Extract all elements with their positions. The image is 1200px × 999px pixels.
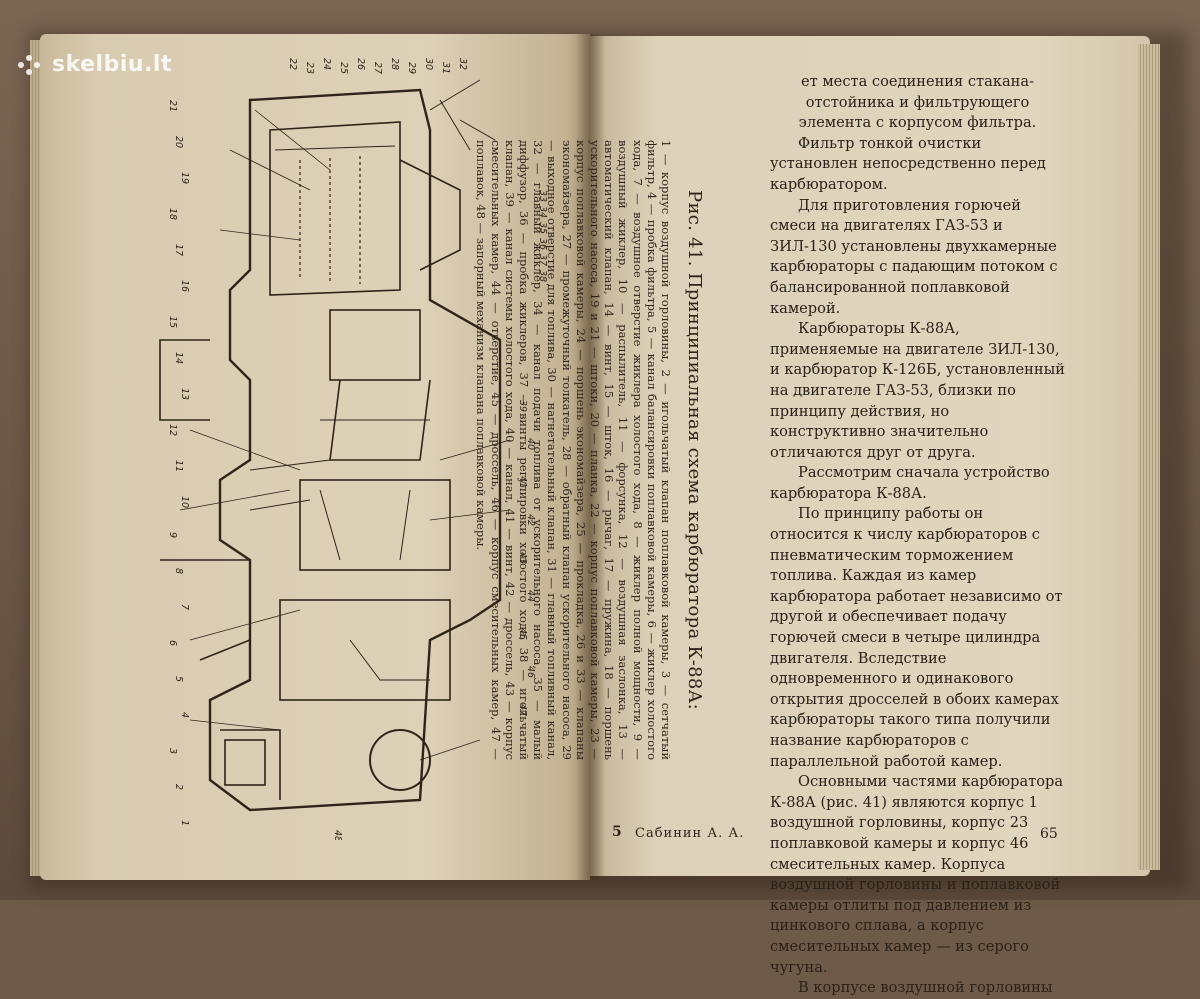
watermark-text: skelbiu.lt — [52, 52, 172, 77]
diagram-callout-6: 6 — [167, 640, 178, 646]
diagram-callout-28: 28 — [389, 58, 400, 70]
diagram-callout-40: 40 — [525, 438, 536, 450]
paragraph: Основными частями карбюратора К-88А (рис… — [770, 773, 1064, 976]
diagram-callout-37: 37 — [537, 254, 548, 266]
diagram-callout-22: 22 — [287, 58, 298, 70]
diagram-callout-18: 18 — [167, 208, 178, 220]
diagram-callout-41: 41 — [517, 476, 528, 488]
diagram-callout-48: 48 — [332, 830, 343, 840]
right-page-text: ет места соединения стакана-отстойника и… — [770, 72, 1065, 999]
diagram-callout-21: 21 — [167, 100, 178, 112]
diagram-callout-45: 45 — [517, 628, 528, 640]
diagram-callout-1: 1 — [179, 820, 190, 826]
diagram-callout-9: 9 — [167, 532, 178, 538]
diagram-callout-31: 31 — [440, 62, 451, 74]
paragraph: Для приготовления горючей смеси на двига… — [770, 196, 1058, 317]
diagram-callout-35: 35 — [537, 222, 548, 234]
right-page — [590, 36, 1150, 876]
diagram-callout-4: 4 — [179, 712, 190, 718]
paragraph: Рассмотрим сначала устройство карбюратор… — [770, 464, 1050, 502]
diagram-callout-34: 34 — [537, 206, 548, 218]
diagram-callout-10: 10 — [179, 496, 190, 508]
diagram-callout-33: 33 — [537, 190, 548, 202]
diagram-callout-36: 36 — [537, 238, 548, 250]
paragraph: В корпусе воздушной горловины — [798, 979, 1053, 997]
diagram-callout-12: 12 — [167, 424, 178, 436]
right-page-edges — [1138, 44, 1160, 870]
paragraph: Фильтр тонкой очистки установлен непосре… — [770, 134, 1046, 193]
diagram-callout-29: 29 — [406, 62, 417, 74]
watermark-logo: skelbiu.lt — [18, 52, 172, 77]
diagram-callout-13: 13 — [179, 388, 190, 400]
diagram-callout-3: 3 — [167, 748, 178, 754]
diagram-callout-39: 39 — [517, 400, 528, 412]
diagram-callout-47: 47 — [517, 704, 528, 716]
paragraph: По принципу работы он относится к числу … — [770, 505, 1063, 770]
folio-author: Сабинин А. А. — [635, 826, 745, 841]
diagram-callout-2: 2 — [173, 784, 184, 790]
diagram-callout-30: 30 — [423, 58, 434, 70]
left-page — [40, 34, 590, 880]
diagram-callout-16: 16 — [179, 280, 190, 292]
dots-icon — [18, 54, 46, 75]
diagram-callout-19: 19 — [179, 172, 190, 184]
paragraph: ет места соединения стакана-отстойника и… — [798, 73, 1037, 132]
diagram-callout-15: 15 — [167, 316, 178, 328]
diagram-callout-25: 25 — [338, 62, 349, 74]
diagram-callout-44: 44 — [525, 590, 536, 602]
book-spine — [575, 34, 605, 880]
diagram-callout-38: 38 — [537, 270, 548, 282]
diagram-callout-32: 32 — [457, 58, 468, 70]
diagram-callout-27: 27 — [372, 62, 383, 74]
diagram-callout-8: 8 — [173, 568, 184, 574]
diagram-callout-7: 7 — [179, 604, 190, 610]
diagram-callout-24: 24 — [321, 58, 332, 70]
paragraph: Карбюраторы К-88А, применяемые на двигат… — [770, 320, 1065, 461]
diagram-callout-46: 46 — [525, 666, 536, 678]
diagram-callout-43: 43 — [517, 552, 528, 564]
signature-mark: 5 — [612, 824, 622, 840]
diagram-callout-20: 20 — [173, 136, 184, 148]
figure-title: Рис. 41. Принципиальная схема карбюратор… — [684, 190, 705, 710]
figure-caption: 1 — корпус воздушной горловины, 2 — игол… — [474, 140, 673, 760]
diagram-callout-11: 11 — [173, 460, 184, 472]
diagram-callout-26: 26 — [355, 58, 366, 70]
figure-caption-block: Рис. 41. Принципиальная схема карбюратор… — [474, 140, 705, 760]
diagram-callout-14: 14 — [173, 352, 184, 364]
diagram-callout-23: 23 — [304, 62, 315, 74]
diagram-callout-5: 5 — [173, 676, 184, 682]
page-number: 65 — [1040, 826, 1058, 842]
diagram-callout-42: 42 — [525, 514, 536, 526]
diagram-callout-17: 17 — [173, 244, 184, 256]
